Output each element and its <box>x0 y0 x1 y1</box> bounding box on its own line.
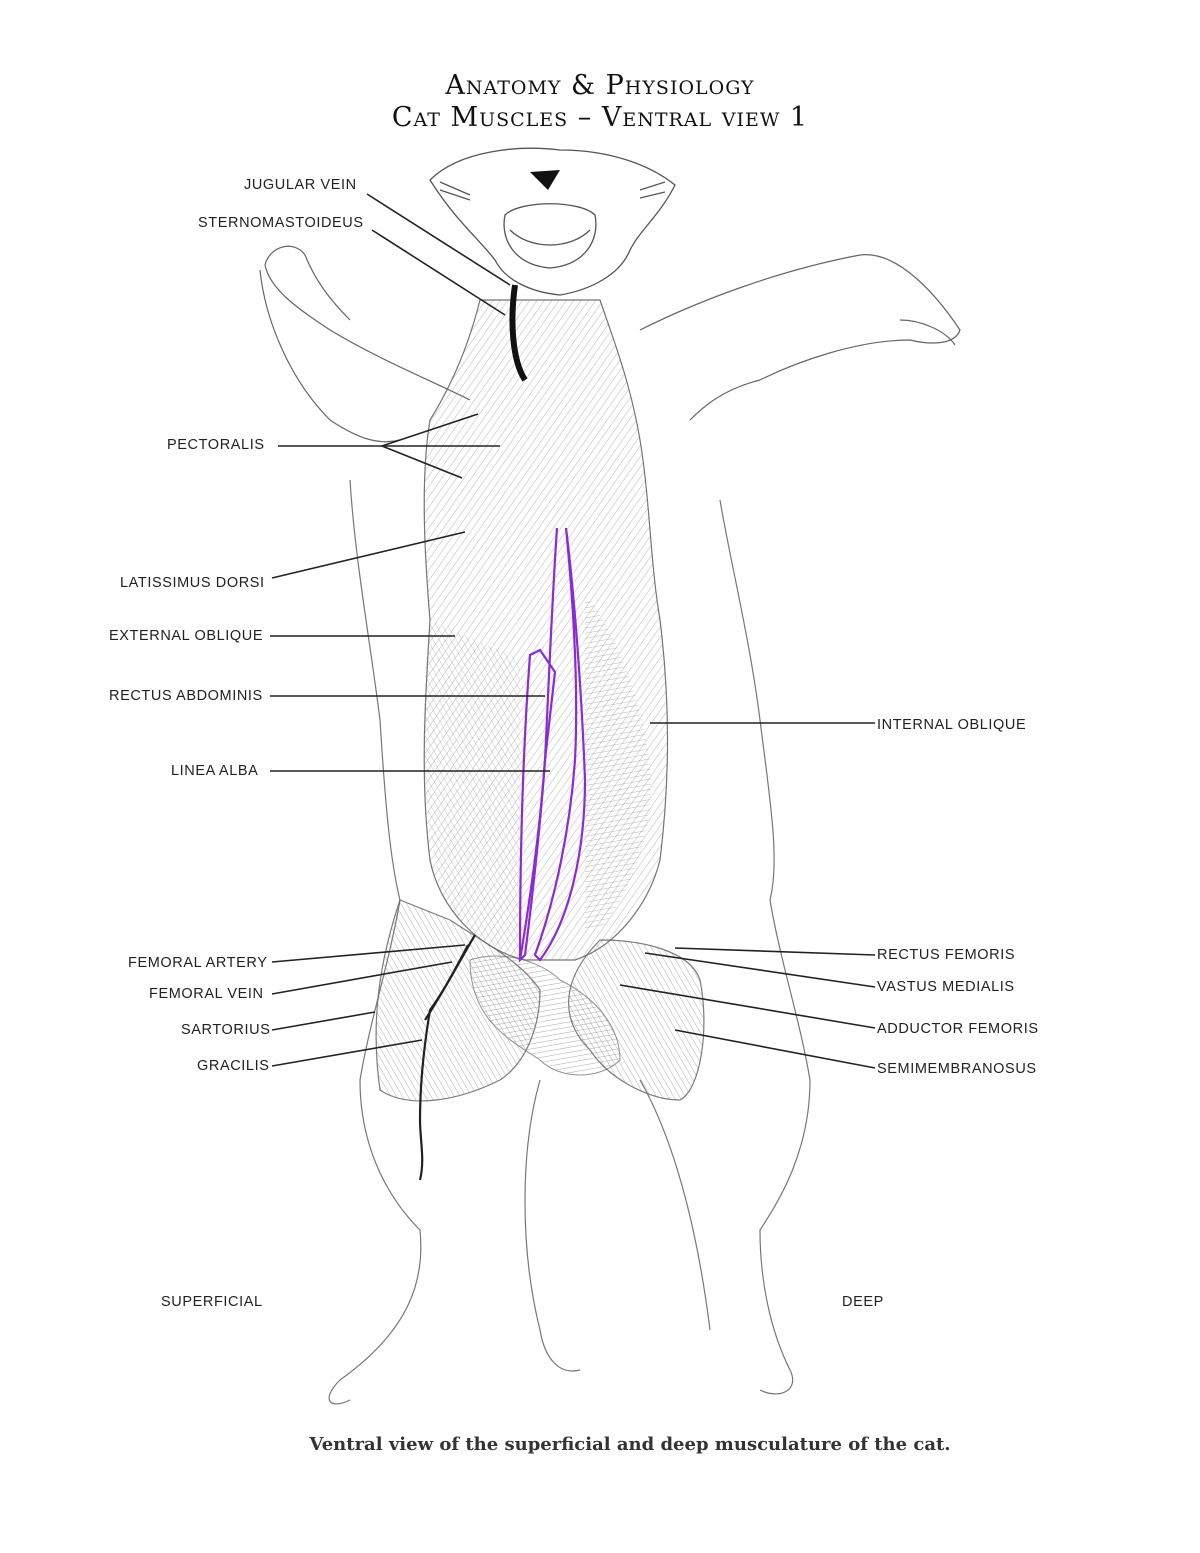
label-external-oblique: EXTERNAL OBLIQUE <box>109 628 264 644</box>
page-title-line-1: Anatomy & Physiology <box>445 70 755 101</box>
right-forelimb <box>639 254 961 421</box>
femoral-vessels <box>418 934 476 1181</box>
rectus-abdominis-highlight <box>518 527 587 963</box>
label-vastus-medialis: VASTUS MEDIALIS <box>877 979 1015 995</box>
body-outline <box>328 479 811 1405</box>
label-femoral-artery: FEMORAL ARTERY <box>128 955 268 971</box>
figure-caption: Ventral view of the superficial and deep… <box>309 1434 951 1455</box>
jugular-vein <box>509 284 528 382</box>
label-adductor-femoris: ADDUCTOR FEMORIS <box>877 1021 1039 1037</box>
label-semimembranosus: SEMIMEMBRANOSUS <box>877 1061 1037 1077</box>
torso <box>423 299 669 961</box>
page-title-line-2: Cat Muscles – Ventral view 1 <box>391 102 809 133</box>
label-sartorius: SARTORIUS <box>181 1022 271 1038</box>
thigh-muscles <box>375 899 705 1102</box>
left-forelimb <box>259 245 471 443</box>
label-femoral-vein: FEMORAL VEIN <box>149 986 264 1002</box>
label-sternomastoideus: STERNOMASTOIDEUS <box>198 215 364 231</box>
leader-lines-right <box>619 722 876 1069</box>
label-rectus-femoris: RECTUS FEMORIS <box>877 947 1016 963</box>
label-pectoralis: PECTORALIS <box>167 437 265 453</box>
section-label-deep: DEEP <box>842 1294 884 1310</box>
label-latissimus-dorsi: LATISSIMUS DORSI <box>120 575 265 591</box>
label-internal-oblique: INTERNAL OBLIQUE <box>877 717 1027 733</box>
section-label-superficial: SUPERFICIAL <box>161 1294 263 1310</box>
label-rectus-abdominis: RECTUS ABDOMINIS <box>109 688 263 704</box>
label-jugular-vein: JUGULAR VEIN <box>244 177 357 193</box>
label-linea-alba: LINEA ALBA <box>171 763 259 779</box>
label-gracilis: GRACILIS <box>197 1058 270 1074</box>
nose-icon <box>530 170 560 190</box>
leader-lines-left <box>270 193 550 1067</box>
cat-head <box>429 147 676 296</box>
